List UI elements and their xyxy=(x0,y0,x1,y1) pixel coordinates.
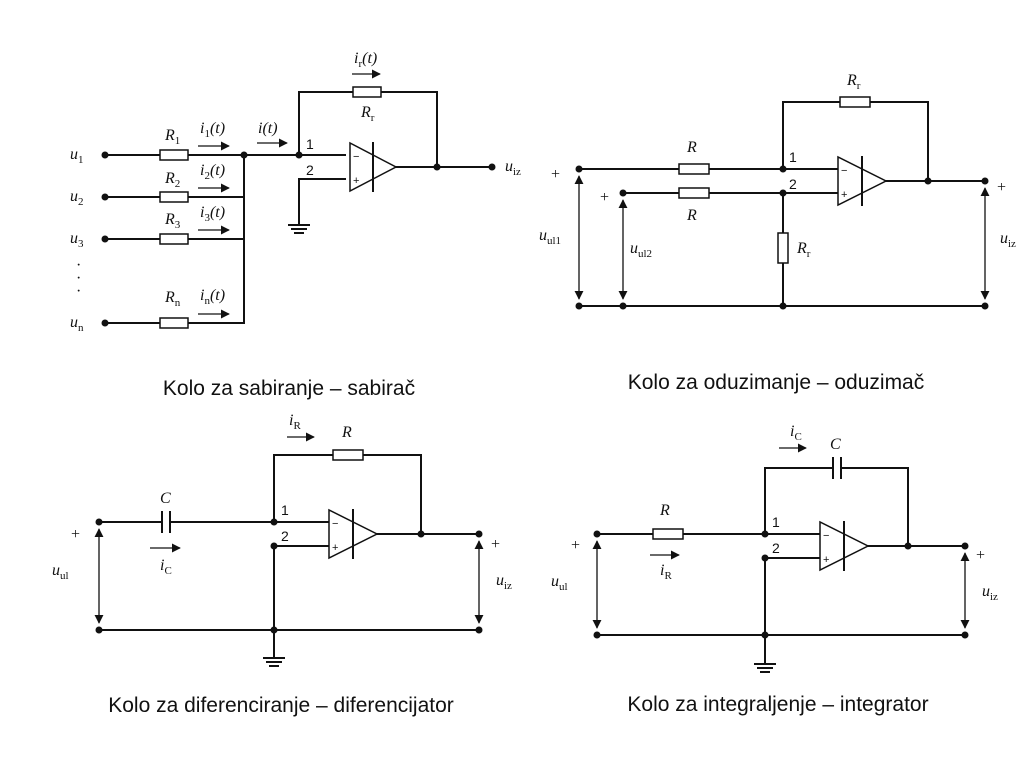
svg-text:C: C xyxy=(830,436,841,453)
resistor-r xyxy=(652,528,684,540)
svg-text:−: − xyxy=(823,530,829,542)
svg-text:·: · xyxy=(76,257,81,274)
svg-text:−: − xyxy=(353,151,359,163)
caption-summer: Kolo za sabiranje – sabirač xyxy=(163,377,415,400)
svg-text:+: + xyxy=(823,554,829,566)
svg-text:uul: uul xyxy=(551,573,568,593)
resistor-r2 xyxy=(159,191,189,203)
resistor-r1 xyxy=(159,149,189,161)
svg-text:R2: R2 xyxy=(164,170,180,190)
svg-text:u3: u3 xyxy=(70,230,84,250)
summer-circuit: − + u1 u2 u3 · · · un R1 R2 R3 Rn i1(t) … xyxy=(70,50,521,334)
svg-text:2: 2 xyxy=(789,176,797,192)
svg-text:+: + xyxy=(71,526,80,543)
svg-text:+: + xyxy=(841,189,847,201)
svg-text:R: R xyxy=(686,207,697,224)
resistor-rr xyxy=(352,86,382,98)
svg-text:+: + xyxy=(491,536,500,553)
svg-text:Rn: Rn xyxy=(164,289,181,309)
svg-text:·: · xyxy=(76,283,81,300)
svg-text:R1: R1 xyxy=(164,127,180,147)
svg-text:ir(t): ir(t) xyxy=(354,50,377,70)
svg-text:R: R xyxy=(659,502,670,519)
svg-text:2: 2 xyxy=(306,162,314,178)
svg-text:uul: uul xyxy=(52,562,69,582)
svg-text:iC: iC xyxy=(790,423,802,443)
svg-text:1: 1 xyxy=(772,514,780,530)
svg-text:uiz: uiz xyxy=(496,572,512,592)
svg-text:i3(t): i3(t) xyxy=(200,204,225,224)
svg-text:u1: u1 xyxy=(70,146,84,166)
svg-text:i1(t): i1(t) xyxy=(200,120,225,140)
svg-text:1: 1 xyxy=(281,502,289,518)
svg-text:uiz: uiz xyxy=(505,158,521,178)
svg-text:in(t): in(t) xyxy=(200,287,225,307)
resistor-r-top xyxy=(678,163,710,175)
svg-text:2: 2 xyxy=(772,540,780,556)
svg-text:uiz: uiz xyxy=(982,583,998,603)
resistor-rr-ground xyxy=(777,232,789,264)
svg-text:C: C xyxy=(160,490,171,507)
svg-text:2: 2 xyxy=(281,528,289,544)
svg-text:uul2: uul2 xyxy=(630,240,652,260)
svg-text:−: − xyxy=(841,165,847,177)
svg-text:uul1: uul1 xyxy=(539,227,561,247)
svg-text:uiz: uiz xyxy=(1000,230,1016,250)
svg-text:+: + xyxy=(997,179,1006,196)
svg-text:+: + xyxy=(332,542,338,554)
svg-text:i2(t): i2(t) xyxy=(200,162,225,182)
caption-integrator: Kolo za integraljenje – integrator xyxy=(627,693,928,716)
integrator-circuit: − + + + uul uiz R iR iC C 1 2 xyxy=(551,423,998,673)
svg-text:iC: iC xyxy=(160,557,172,577)
svg-text:iR: iR xyxy=(660,562,672,582)
svg-text:1: 1 xyxy=(789,149,797,165)
svg-text:−: − xyxy=(332,518,338,530)
subtractor-circuit: − + + + + uul1 uul2 uiz R R Rr Rr 1 2 xyxy=(539,72,1016,310)
differentiator-circuit: − + + + uul uiz C iC iR R 1 2 xyxy=(52,412,512,667)
svg-text:Rr: Rr xyxy=(846,72,861,92)
svg-text:R: R xyxy=(686,139,697,156)
svg-text:+: + xyxy=(976,547,985,564)
caption-subtractor: Kolo za oduzimanje – oduzimač xyxy=(628,371,925,394)
resistor-r3 xyxy=(159,233,189,245)
svg-text:R3: R3 xyxy=(164,211,181,231)
resistor-rr-feedback xyxy=(839,96,871,108)
resistor-r-bottom xyxy=(678,187,710,199)
svg-text:·: · xyxy=(76,270,81,287)
svg-text:Rr: Rr xyxy=(796,240,811,260)
resistor-r xyxy=(332,449,364,461)
svg-text:u2: u2 xyxy=(70,188,84,208)
caption-differentiator: Kolo za diferenciranje – diferencijator xyxy=(108,694,454,717)
svg-text:un: un xyxy=(70,314,84,334)
svg-text:Rr: Rr xyxy=(360,104,375,124)
svg-text:1: 1 xyxy=(306,136,314,152)
svg-text:R: R xyxy=(341,424,352,441)
svg-text:+: + xyxy=(600,189,609,206)
resistor-rn xyxy=(159,317,189,329)
svg-text:i(t): i(t) xyxy=(258,120,278,137)
svg-text:+: + xyxy=(551,166,560,183)
svg-text:+: + xyxy=(353,175,359,187)
svg-text:iR: iR xyxy=(289,412,301,432)
svg-text:+: + xyxy=(571,537,580,554)
